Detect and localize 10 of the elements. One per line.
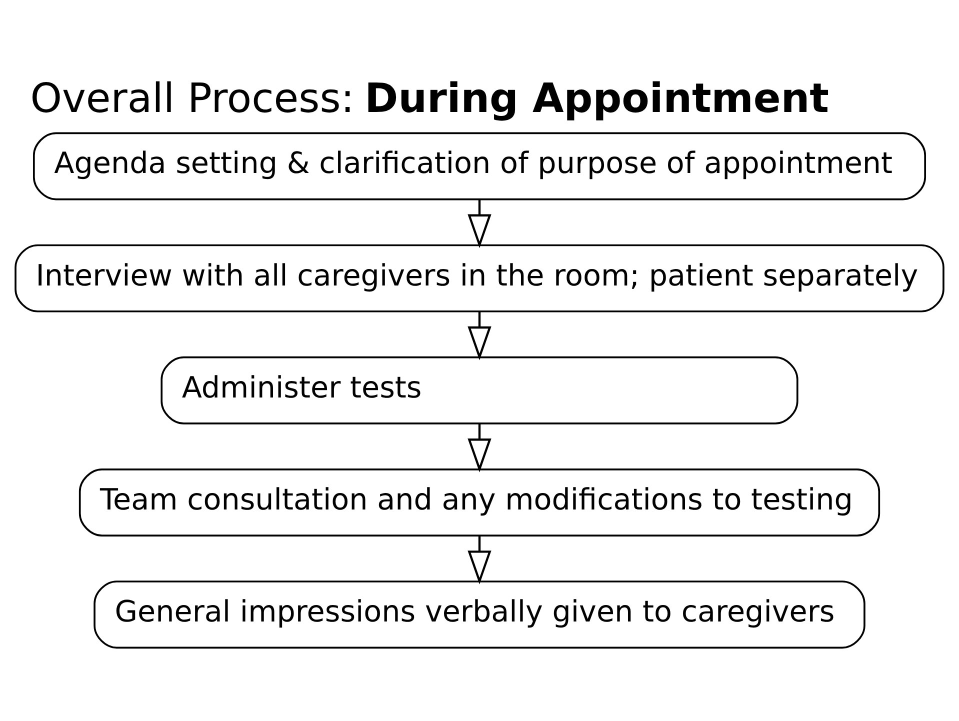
diagram-title: Overall Process: During Appointment — [30, 74, 829, 122]
arrow — [468, 198, 492, 248]
node-box: Agenda setting & clarification of purpose of appointment — [32, 132, 926, 200]
node-box: General impressions verbally given to caregivers — [94, 580, 866, 648]
node-box: Administer tests — [160, 356, 798, 424]
node-box: Interview with all caregivers in the room; patient separately — [14, 244, 944, 312]
arrow — [468, 423, 492, 472]
node-box: Team consultation and any modifications to testing — [78, 468, 880, 536]
arrow — [468, 535, 492, 584]
arrow — [468, 311, 492, 360]
